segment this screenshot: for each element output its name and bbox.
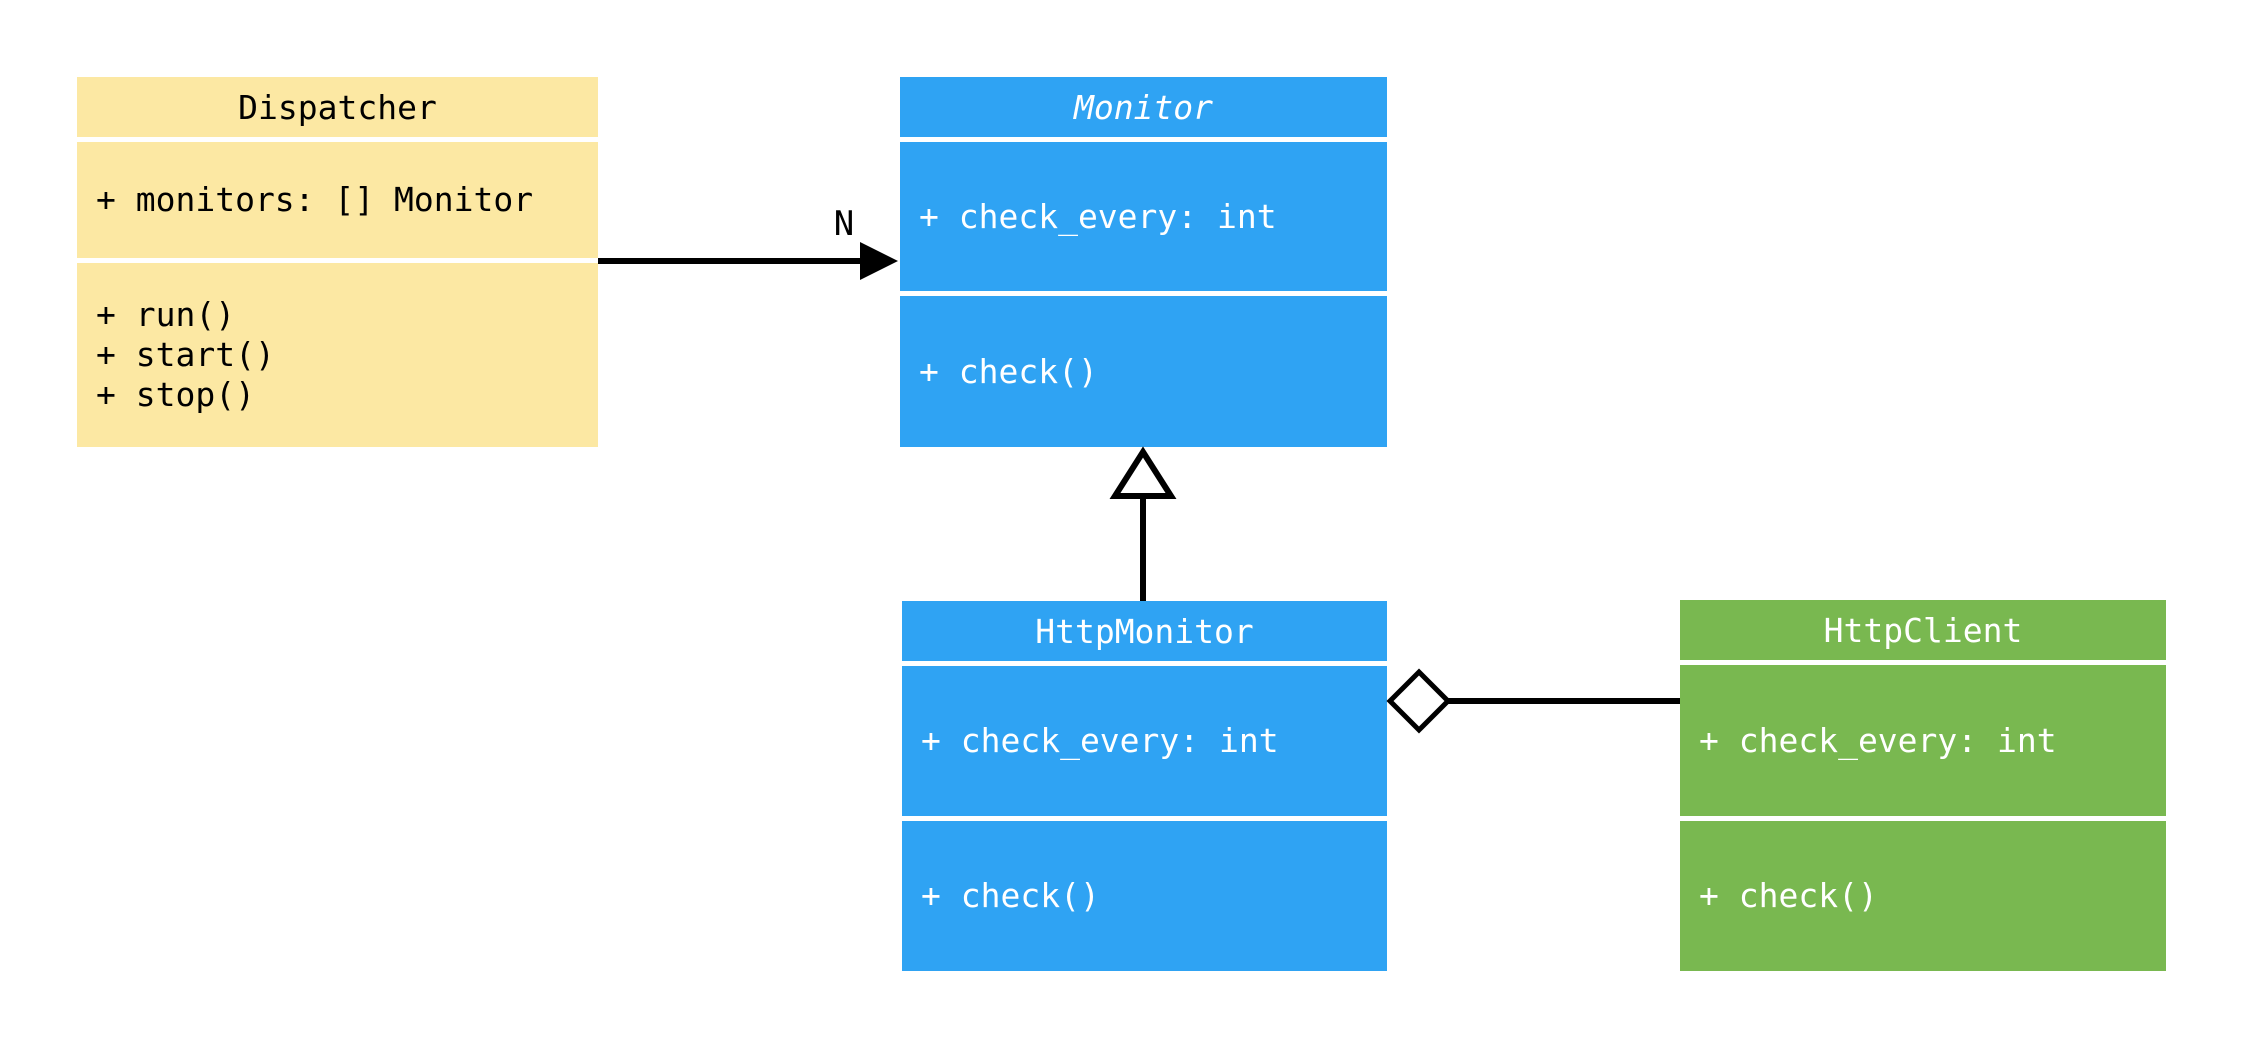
class-monitor-attributes: + check_every: int	[900, 142, 1387, 291]
class-dispatcher-attributes: + monitors: [] Monitor	[77, 142, 598, 258]
class-httpclient: HttpClient + check_every: int + check()	[1680, 600, 2166, 971]
class-httpclient-title: HttpClient	[1680, 600, 2166, 660]
attribute: + check_every: int	[921, 721, 1279, 760]
aggregation-diamond-icon	[1386, 668, 1452, 734]
class-dispatcher-methods: + run() + start() + stop()	[77, 263, 598, 447]
method: + check()	[919, 351, 1098, 391]
class-httpclient-attributes: + check_every: int	[1680, 665, 2166, 816]
class-httpclient-methods: + check()	[1680, 821, 2166, 971]
class-httpmonitor: HttpMonitor + check_every: int + check()	[902, 601, 1387, 971]
arrowhead-icon	[860, 242, 898, 280]
method: + check()	[1699, 876, 1878, 915]
method: + check()	[921, 876, 1100, 915]
class-monitor-methods: + check()	[900, 296, 1387, 447]
class-httpmonitor-title: HttpMonitor	[902, 601, 1387, 661]
attribute: + monitors: [] Monitor	[96, 180, 534, 219]
class-monitor: Monitor + check_every: int + check()	[900, 77, 1387, 447]
method: + start()	[96, 335, 275, 374]
class-httpmonitor-attributes: + check_every: int	[902, 666, 1387, 816]
edge-association-dispatcher-monitor	[598, 242, 898, 280]
class-monitor-title: Monitor	[900, 77, 1387, 137]
method: + stop()	[96, 375, 255, 414]
inheritance-triangle-icon	[1109, 446, 1177, 499]
edge-aggregation-httpmonitor-httpclient	[1386, 668, 1680, 734]
class-dispatcher-title: Dispatcher	[77, 77, 598, 137]
method: + run()	[96, 295, 236, 334]
edge-multiplicity-label: N	[833, 204, 855, 244]
class-dispatcher: Dispatcher + monitors: [] Monitor + run(…	[77, 77, 598, 447]
attribute: + check_every: int	[919, 196, 1277, 236]
class-httpmonitor-methods: + check()	[902, 821, 1387, 971]
attribute: + check_every: int	[1699, 720, 2057, 760]
edge-inheritance-httpmonitor-monitor	[1109, 446, 1177, 601]
